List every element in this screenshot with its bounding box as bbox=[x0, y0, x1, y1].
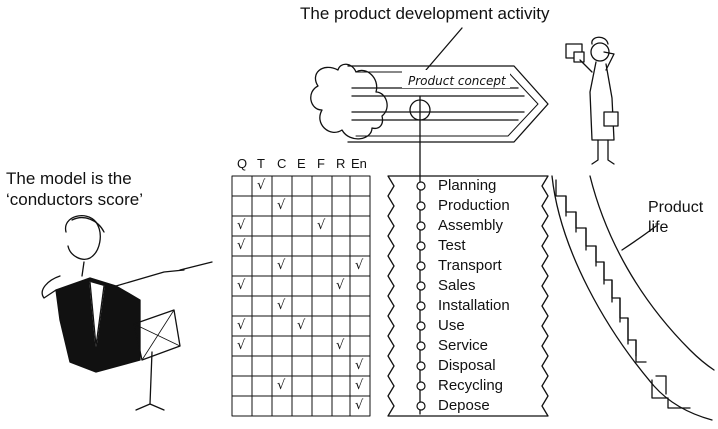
requirements-matrix-grid bbox=[231, 175, 371, 417]
matrix-check-mark: √ bbox=[277, 298, 286, 313]
matrix-check-mark: √ bbox=[277, 258, 286, 273]
diagram-title: The product development activity bbox=[300, 4, 550, 23]
product-life-line-2: life bbox=[648, 219, 669, 236]
product-life-pointer bbox=[621, 225, 657, 251]
stage-label: Depose bbox=[438, 397, 490, 414]
stage-marker bbox=[416, 201, 426, 211]
stage-label: Test bbox=[438, 237, 466, 254]
matrix-check-mark: √ bbox=[336, 338, 345, 353]
matrix-check-mark: √ bbox=[336, 278, 345, 293]
stage-marker bbox=[416, 361, 426, 371]
matrix-column-header: En bbox=[351, 156, 367, 171]
model-label-line-2: ‘conductors score’ bbox=[6, 190, 144, 209]
stage-label: Installation bbox=[438, 297, 510, 314]
stage-marker bbox=[416, 261, 426, 271]
stage-label: Sales bbox=[438, 277, 476, 294]
stage-marker bbox=[416, 181, 426, 191]
matrix-column-header: C bbox=[277, 156, 287, 171]
matrix-check-mark: √ bbox=[277, 198, 286, 213]
stage-label: Disposal bbox=[438, 357, 496, 374]
stage-marker bbox=[416, 281, 426, 291]
title-callout-line bbox=[425, 27, 463, 71]
stage-label: Service bbox=[438, 337, 489, 354]
stage-marker bbox=[416, 381, 426, 391]
product-concept-label: Product concept bbox=[408, 74, 506, 88]
stage-label: Transport bbox=[438, 257, 502, 274]
matrix-column-header: Q bbox=[237, 156, 248, 171]
matrix-check-mark: √ bbox=[355, 378, 364, 393]
matrix-check-mark: √ bbox=[237, 318, 246, 333]
matrix-column-header: R bbox=[336, 156, 346, 171]
stage-marker bbox=[416, 401, 426, 411]
matrix-column-header: T bbox=[257, 156, 265, 171]
stage-markers bbox=[416, 181, 426, 411]
matrix-check-mark: √ bbox=[277, 378, 286, 393]
stage-label: Recycling bbox=[438, 377, 504, 394]
model-label: The model is the ‘conductors score’ bbox=[6, 168, 143, 210]
music-stand-icon bbox=[133, 309, 181, 411]
conductor-figure-icon bbox=[41, 215, 213, 373]
matrix-check-mark: √ bbox=[237, 238, 246, 253]
stage-marker bbox=[416, 301, 426, 311]
inventor-figure-icon bbox=[565, 36, 619, 165]
model-label-line-1: The model is the bbox=[6, 169, 132, 188]
stage-marker bbox=[416, 321, 426, 331]
stage-marker bbox=[416, 221, 426, 231]
matrix-check-mark: √ bbox=[237, 278, 246, 293]
product-life-line-1: Product bbox=[648, 199, 704, 216]
concept-arrow-icon bbox=[347, 65, 549, 143]
product-life-label: Product life bbox=[648, 198, 703, 238]
matrix-check-mark: √ bbox=[355, 258, 364, 273]
matrix-check-mark: √ bbox=[297, 318, 306, 333]
cloud-icon bbox=[310, 63, 388, 140]
stage-label: Planning bbox=[438, 177, 497, 194]
matrix-check-mark: √ bbox=[355, 358, 364, 373]
stage-label: Production bbox=[438, 197, 510, 214]
matrix-check-mark: √ bbox=[237, 218, 246, 233]
matrix-column-header: F bbox=[317, 156, 325, 171]
stage-strip-outline bbox=[387, 175, 549, 417]
matrix-check-mark: √ bbox=[237, 338, 246, 353]
stage-marker bbox=[416, 241, 426, 251]
matrix-check-mark: √ bbox=[257, 178, 266, 193]
matrix-check-mark: √ bbox=[355, 398, 364, 413]
stairs-icon bbox=[551, 175, 715, 421]
matrix-check-mark: √ bbox=[317, 218, 326, 233]
stage-label: Use bbox=[438, 317, 465, 334]
stage-label: Assembly bbox=[438, 217, 504, 234]
stage-marker bbox=[416, 341, 426, 351]
matrix-column-header: E bbox=[297, 156, 306, 171]
